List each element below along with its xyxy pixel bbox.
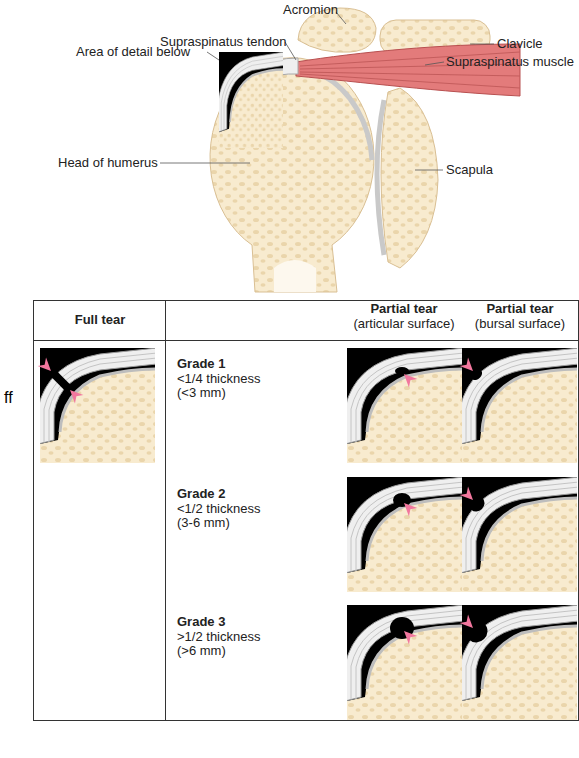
column-header: Partial tear: [370, 302, 437, 316]
table-rule: [165, 301, 166, 721]
table-border: [34, 301, 579, 721]
detail-box: [218, 52, 284, 148]
part-label: Clavicle: [497, 37, 543, 51]
detail-panel: [460, 477, 579, 592]
detail-panel: [38, 348, 157, 463]
detail-panel: [345, 605, 464, 720]
tear-arrow: [66, 386, 84, 404]
table-grid: [34, 301, 579, 721]
column-header: Full tear: [75, 313, 126, 327]
detail-panel: [345, 477, 464, 592]
bursal-tear-panels: [460, 348, 579, 720]
detail-panel: [345, 348, 464, 463]
part-label: Acromion: [283, 3, 338, 17]
tear-arrow: [460, 358, 478, 376]
scapula-bone: [381, 88, 438, 268]
shoulder-anatomy: [210, 8, 520, 292]
articular-tear-panels: [345, 348, 464, 720]
tear-arrow: [400, 499, 418, 517]
tear-arrow: [460, 487, 478, 505]
table-rule: [34, 340, 579, 341]
column-subheader: (articular surface): [353, 317, 454, 331]
column-header: Partial tear: [486, 302, 553, 316]
grade-detail: (3-6 mm): [177, 516, 230, 530]
grade-detail: >1/2 thickness: [177, 630, 260, 644]
glenoid-cartilage: [377, 100, 384, 255]
leader-line: [160, 163, 250, 164]
leader-line: [285, 42, 296, 60]
grade-detail: (<3 mm): [177, 386, 226, 400]
full-tear-panel: [38, 348, 157, 463]
medullary-cavity: [274, 260, 316, 292]
stray-text: ff: [4, 391, 13, 405]
part-label: Scapula: [446, 163, 493, 177]
tear-notch: [395, 367, 409, 375]
muscle-belly: [296, 44, 520, 96]
tear-arrow: [400, 627, 418, 645]
part-label: Area of detail below: [76, 45, 190, 59]
tear-arrow: [460, 615, 478, 633]
grade-label: Grade 1: [177, 357, 225, 371]
leader-line: [425, 62, 444, 65]
part-label: Head of humerus: [58, 156, 158, 170]
grade-detail: (>6 mm): [177, 644, 226, 658]
grade-label: Grade 3: [177, 615, 225, 629]
tear-notch: [462, 617, 492, 647]
part-label: Supraspinatus muscle: [446, 55, 574, 69]
tear-arrow: [38, 358, 56, 376]
detail-panel: [460, 605, 579, 720]
column-subheader: (bursal surface): [475, 317, 565, 331]
grade-detail: <1/2 thickness: [177, 502, 260, 516]
grade-detail: <1/4 thickness: [177, 372, 260, 386]
detail-panel: [460, 348, 579, 463]
grade-label: Grade 2: [177, 487, 225, 501]
leader-line: [415, 170, 443, 171]
tear-arrow: [400, 370, 418, 388]
leader-line: [207, 52, 219, 60]
leader-line: [470, 44, 494, 45]
leader-lines: [160, 12, 494, 170]
